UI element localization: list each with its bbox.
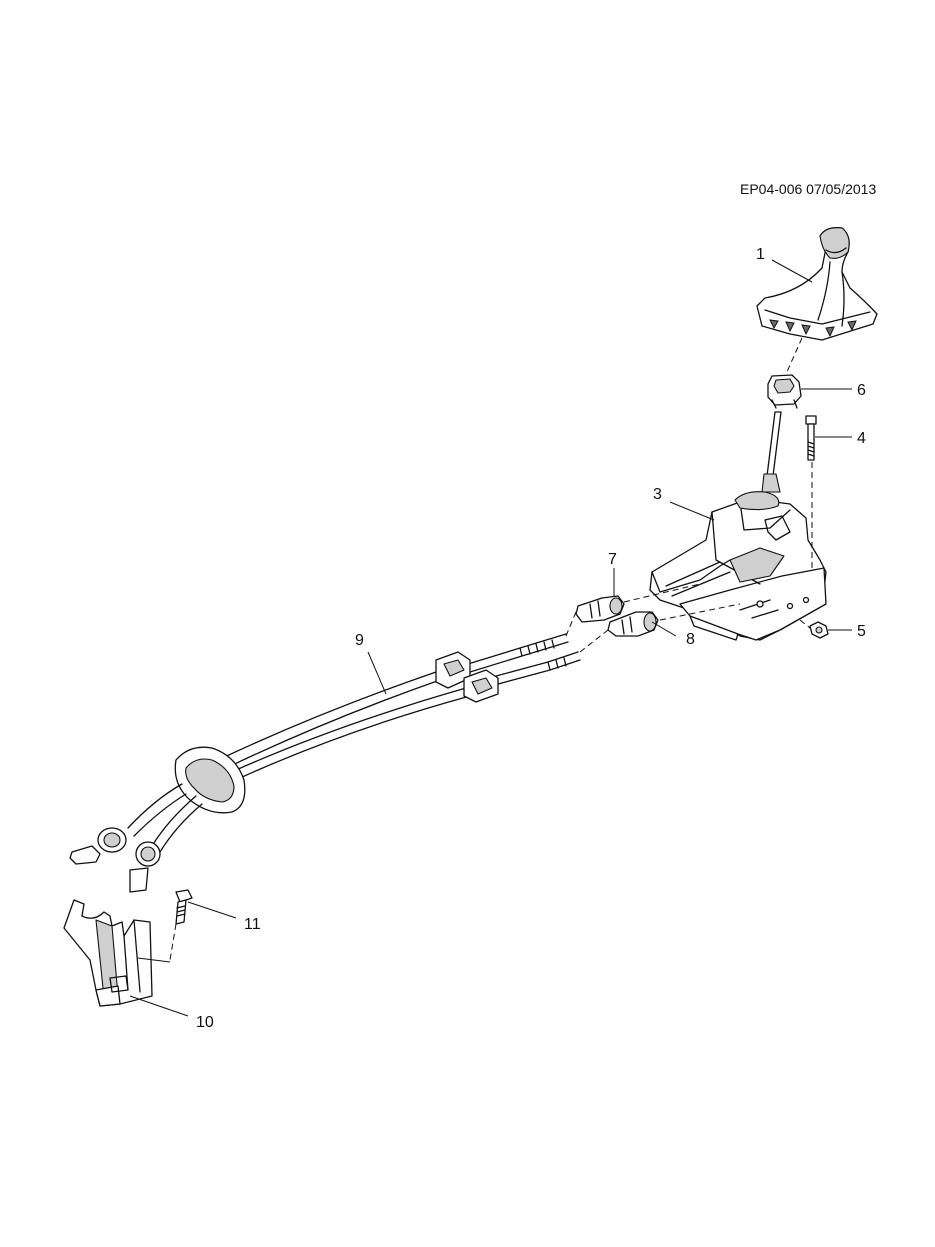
callout-7: 7 (608, 551, 617, 568)
part-6-lever-clip (767, 374, 802, 409)
part-1-shift-knob-boot (756, 227, 878, 341)
part-3-shifter-housing (649, 491, 827, 641)
part-10-cable-bracket (63, 899, 153, 1007)
part-9-shift-cables (69, 633, 581, 893)
callout-3: 3 (653, 486, 662, 503)
callout-9: 9 (355, 632, 364, 649)
diagram-reference-code: EP04-006 07/05/2013 (740, 181, 877, 197)
assembly-centerlines (169, 337, 813, 961)
callout-1: 1 (756, 246, 765, 263)
callout-8: 8 (686, 631, 695, 648)
part-11-bolt (175, 889, 193, 925)
callout-labels: 1 3 4 5 6 7 8 9 10 11 (196, 246, 866, 1031)
callout-6: 6 (857, 382, 866, 399)
callout-10: 10 (196, 1014, 214, 1031)
part-5-nut (809, 621, 829, 639)
callout-5: 5 (857, 623, 866, 640)
shift-lever-rod (761, 411, 782, 493)
part-7-cable-end (575, 595, 625, 623)
callout-4: 4 (857, 430, 866, 447)
callout-11: 11 (244, 916, 261, 933)
part-8-cable-end (607, 611, 659, 637)
leader-lines (129, 259, 852, 1017)
part-4-long-bolt (805, 415, 817, 461)
